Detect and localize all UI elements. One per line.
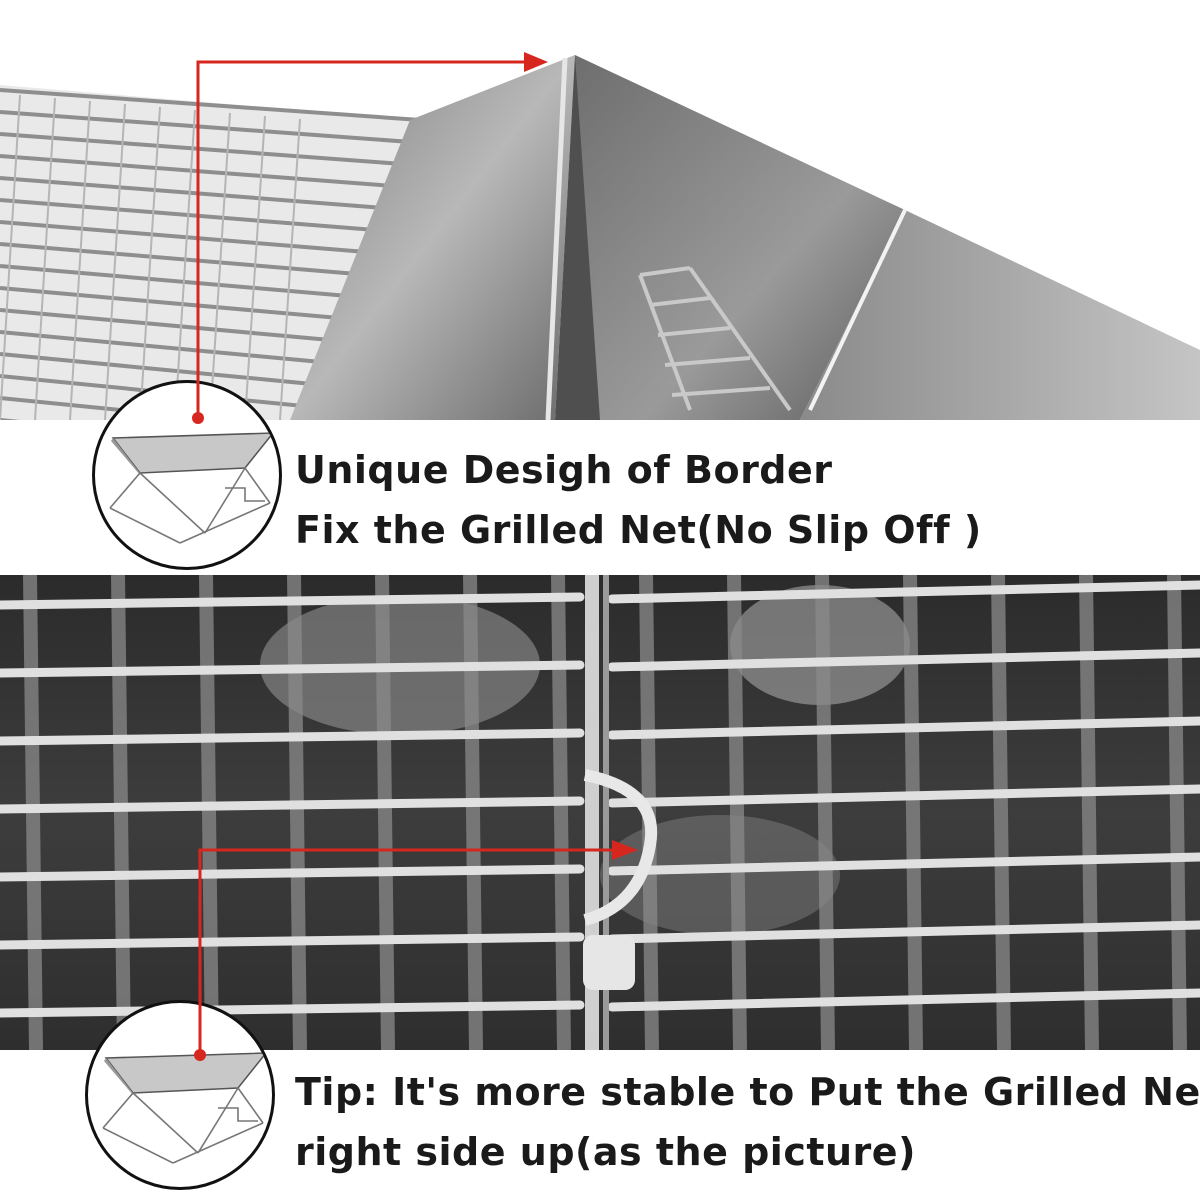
caption-line-2: Fix the Grilled Net(No Slip Off ) <box>295 508 982 552</box>
caption-line-2: right side up(as the picture) <box>295 1130 916 1174</box>
stability-tip-caption: Tip: It's more stable to Put the Grilled… <box>295 1062 1200 1182</box>
border-closeup-photo <box>0 0 1200 420</box>
caption-line-1: Unique Desigh of Border <box>295 448 833 492</box>
folding-grill-icon <box>85 1000 275 1190</box>
caption-line-1: Tip: It's more stable to Put the Grilled… <box>295 1070 1200 1114</box>
border-design-caption: Unique Desigh of Border Fix the Grilled … <box>295 440 982 560</box>
folding-grill-icon <box>92 380 282 570</box>
grilled-net-closeup-photo <box>0 575 1200 1050</box>
